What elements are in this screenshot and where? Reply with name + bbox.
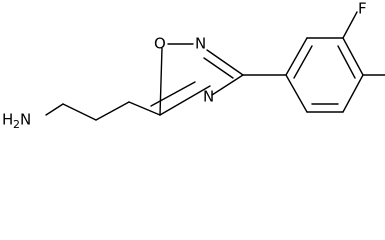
atom-label-fluorine: F [358, 0, 367, 18]
bond-c1-c2 [62, 103, 97, 121]
bond-ph-f [285, 74, 308, 113]
bond-c-f [342, 11, 358, 39]
atom-label-amine-h: H [2, 111, 13, 129]
atom-label-nitrogen-4: N [203, 88, 214, 106]
bond-c5-o [159, 47, 163, 116]
bond-c3-c5ring [128, 101, 161, 116]
bond-ph-a-double [293, 45, 313, 79]
atom-label-amine-n: N [20, 111, 31, 129]
bond-ph-a [285, 37, 308, 76]
bond-c5-n4 [159, 85, 211, 116]
atom-label-oxygen: O [154, 35, 166, 53]
bond-c5-n4-double [150, 81, 196, 107]
bond-c3-n4 [211, 74, 244, 96]
bond-ph-d [342, 74, 364, 113]
bond-ph-c [342, 37, 364, 76]
atom-label-nitrogen-2: N [195, 35, 206, 53]
bond-n2-c3 [206, 49, 244, 76]
molecule-structure-diagram: H 2 N O N N F [2, 0, 385, 131]
atom-label-amine-h-subscript: 2 [13, 118, 20, 131]
bond-ph-c-double [337, 45, 356, 79]
bond-c2-c3 [95, 101, 130, 121]
bond-n2-c3-double [203, 57, 234, 79]
bond-n-c1 [45, 103, 64, 116]
